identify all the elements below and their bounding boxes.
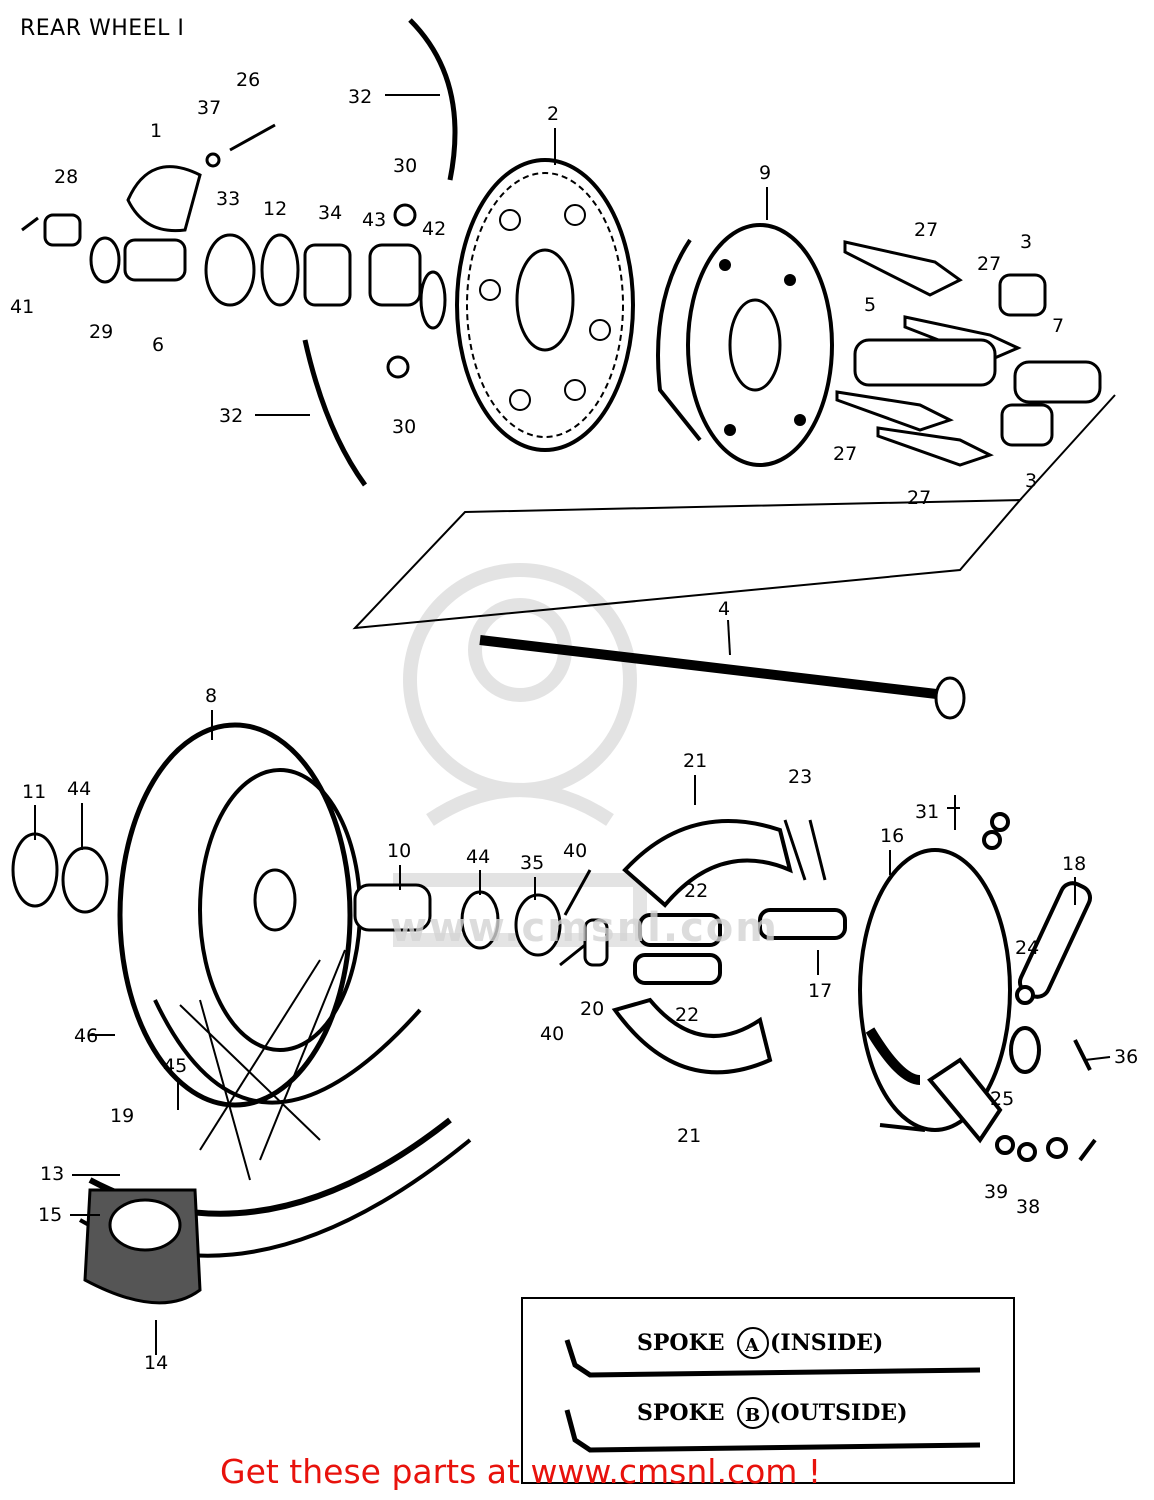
callout-22: 22 — [675, 1004, 699, 1026]
spoke-a-label: SPOKE — [637, 1330, 724, 1356]
spoke-legend: SPOKE A (INSIDE) SPOKE B (OUTSIDE) — [521, 1297, 1015, 1484]
callout-6: 6 — [152, 334, 164, 356]
callout-46: 46 — [74, 1025, 98, 1047]
callout-27: 27 — [833, 443, 857, 465]
lower-plane-line — [1019, 394, 1116, 501]
callout-24: 24 — [1015, 937, 1039, 959]
callout-32: 32 — [348, 86, 372, 108]
callout-28: 28 — [54, 166, 78, 188]
right-bolts-and-sleeves — [835, 240, 1102, 467]
callout-36: 36 — [1114, 1046, 1138, 1068]
callout-34: 34 — [318, 202, 342, 224]
brake-shoes — [611, 819, 847, 1075]
lock-plate-lower — [302, 339, 368, 487]
callout-45: 45 — [163, 1055, 187, 1077]
callout-11: 11 — [22, 781, 46, 803]
callout-8: 8 — [205, 685, 217, 707]
callout-22: 22 — [684, 880, 708, 902]
lock-plate-upper — [408, 18, 458, 181]
callout-12: 12 — [263, 198, 287, 220]
callout-26: 26 — [236, 69, 260, 91]
callout-40: 40 — [540, 1023, 564, 1045]
callout-42: 42 — [422, 218, 446, 240]
callout-14: 14 — [144, 1352, 168, 1374]
callout-43: 43 — [362, 209, 386, 231]
page-title: REAR WHEEL I — [20, 16, 185, 41]
callout-21: 21 — [683, 750, 707, 772]
spoke-b-graphic — [564, 1409, 981, 1453]
spoke-a-position: (INSIDE) — [770, 1330, 883, 1356]
callout-40: 40 — [563, 840, 587, 862]
callout-21: 21 — [677, 1125, 701, 1147]
left-small-parts — [21, 123, 447, 379]
callout-41: 41 — [10, 296, 34, 318]
spoke-b-letter: B — [745, 1405, 760, 1426]
assembly-plane-outline — [352, 498, 1023, 630]
callout-9: 9 — [759, 162, 771, 184]
callout-25: 25 — [990, 1088, 1014, 1110]
callout-3: 3 — [1025, 470, 1037, 492]
watermark-text: www.cmsnl.com — [390, 905, 779, 951]
callout-31: 31 — [915, 801, 939, 823]
callout-2: 2 — [547, 103, 559, 125]
callout-20: 20 — [580, 998, 604, 1020]
hub-flange — [656, 223, 834, 467]
callout-4: 4 — [718, 598, 730, 620]
callout-37: 37 — [197, 97, 221, 119]
callout-27: 27 — [907, 487, 931, 509]
callout-13: 13 — [40, 1163, 64, 1185]
center-hub-parts — [353, 869, 609, 967]
brake-panel — [858, 812, 1097, 1162]
callout-3: 3 — [1020, 231, 1032, 253]
callout-30: 30 — [392, 416, 416, 438]
spoke-b-letter-circle — [737, 1397, 769, 1429]
axle — [479, 635, 966, 720]
watermark-logo — [393, 563, 647, 947]
leader-lines — [34, 94, 1111, 1355]
callout-5: 5 — [864, 294, 876, 316]
callout-1: 1 — [150, 120, 162, 142]
callout-7: 7 — [1052, 315, 1064, 337]
callout-10: 10 — [387, 840, 411, 862]
callout-38: 38 — [1016, 1196, 1040, 1218]
spoke-a-letter-circle — [737, 1327, 769, 1359]
callout-19: 19 — [110, 1105, 134, 1127]
callout-32: 32 — [219, 405, 243, 427]
callout-18: 18 — [1062, 853, 1086, 875]
callout-16: 16 — [880, 825, 904, 847]
callout-27: 27 — [977, 253, 1001, 275]
sprocket — [455, 158, 635, 452]
callout-17: 17 — [808, 980, 832, 1002]
footer-link[interactable]: Get these parts at www.cmsnl.com ! — [220, 1452, 822, 1491]
callout-29: 29 — [89, 321, 113, 343]
spoke-b-position: (OUTSIDE) — [770, 1400, 908, 1426]
spoke-b-label: SPOKE — [637, 1400, 724, 1426]
callout-39: 39 — [984, 1181, 1008, 1203]
rear-wheel — [78, 722, 472, 1305]
callout-30: 30 — [393, 155, 417, 177]
spoke-a-graphic — [564, 1339, 981, 1378]
callout-labels: 1 2 3 3 4 5 6 7 8 9 10 11 12 13 14 15 16… — [10, 69, 1138, 1374]
callout-35: 35 — [520, 852, 544, 874]
callout-44: 44 — [67, 778, 91, 800]
callout-33: 33 — [216, 188, 240, 210]
callout-23: 23 — [788, 766, 812, 788]
seal-and-bearing — [11, 832, 109, 914]
spoke-a-letter: A — [744, 1335, 760, 1356]
callout-27: 27 — [914, 219, 938, 241]
callout-44: 44 — [466, 846, 490, 868]
callout-15: 15 — [38, 1204, 62, 1226]
